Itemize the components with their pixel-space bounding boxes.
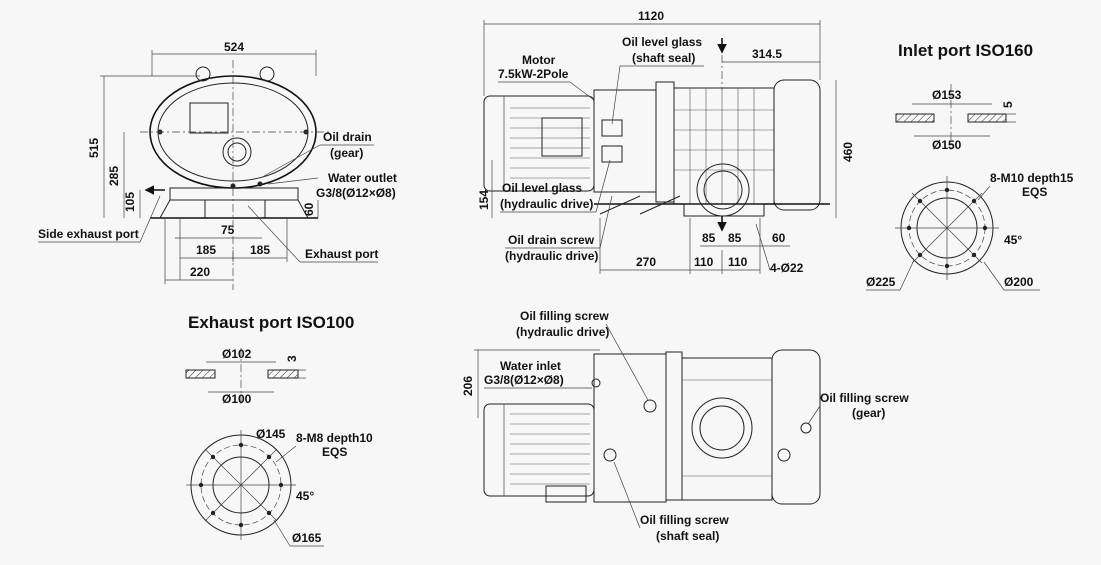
olg-shaft-sub: (shaft seal) bbox=[632, 51, 695, 65]
dim-154: 154 bbox=[477, 190, 491, 210]
rotor-housing-top bbox=[681, 357, 773, 501]
inlet-bolts-eqs: EQS bbox=[1022, 185, 1047, 199]
olg-hyd-label: Oil level glass bbox=[502, 181, 582, 195]
inlet-d150: Ø150 bbox=[932, 138, 962, 152]
olg-shaft-label: Oil level glass bbox=[622, 35, 702, 49]
oil-drain-label: Oil drain bbox=[323, 130, 372, 144]
ofs-hyd-icon bbox=[643, 399, 657, 413]
ofs-gear-icon bbox=[800, 422, 812, 434]
ods-label: Oil drain screw bbox=[508, 233, 595, 247]
dim-width: 524 bbox=[224, 40, 244, 54]
motor-spec: 7.5kW-2Pole bbox=[498, 67, 569, 81]
exhaust-d165: Ø165 bbox=[292, 531, 322, 545]
gear-cover-top bbox=[771, 349, 821, 505]
dim-75: 75 bbox=[221, 223, 235, 237]
inlet-flange: Inlet port ISO160 Ø153 Ø150 5 8-M10 dept… bbox=[866, 41, 1074, 291]
exhaust-bolts-eqs: EQS bbox=[322, 445, 347, 459]
exhaust-title: Exhaust port ISO100 bbox=[188, 313, 354, 332]
terminal-box bbox=[541, 117, 583, 157]
motor-label: Motor bbox=[522, 53, 556, 67]
ofs-hyd-label: Oil filling screw bbox=[520, 309, 609, 323]
exhaust-d145: Ø145 bbox=[256, 427, 286, 441]
dim-1120: 1120 bbox=[638, 9, 664, 23]
ofs-hyd-sub: (hydraulic drive) bbox=[516, 325, 609, 339]
inlet-section-right bbox=[967, 113, 1007, 123]
water-inlet-icon bbox=[591, 378, 601, 388]
rotor-housing bbox=[673, 87, 775, 205]
ofs-shaft-label: Oil filling screw bbox=[640, 513, 729, 527]
dim-height-total: 515 bbox=[87, 138, 101, 158]
water-inlet-spec: G3/8(Ø12×Ø8) bbox=[484, 373, 564, 387]
ods-sub: (hydraulic drive) bbox=[505, 249, 598, 263]
top-view: 206 Oil filling screw (hydraulic drive) … bbox=[461, 309, 909, 543]
ofs-gear-sub: (gear) bbox=[852, 406, 885, 420]
exhaust-bolts-label: 8-M8 depth10 bbox=[296, 431, 373, 445]
inlet-d225: Ø225 bbox=[866, 275, 896, 289]
dim-85a: 85 bbox=[702, 231, 716, 245]
water-outlet-spec: G3/8(Ø12×Ø8) bbox=[316, 186, 396, 200]
side-view: 1120 314.5 460 154 85 85 60 270 110 110 … bbox=[477, 9, 855, 275]
oil-level-glass-shaft-icon bbox=[601, 119, 623, 137]
ofs-shaft-icon bbox=[603, 448, 617, 462]
front-view: 524 515 285 105 60 75 185 185 220 Oil dr… bbox=[38, 40, 397, 290]
water-outlet-label: Water outlet bbox=[328, 171, 397, 185]
dim-85b: 85 bbox=[728, 231, 742, 245]
dim-460: 460 bbox=[841, 142, 855, 162]
exhaust-flange: Exhaust port ISO100 Ø102 Ø100 3 Ø145 8-M… bbox=[185, 313, 373, 547]
dim-285: 285 bbox=[107, 166, 121, 186]
water-inlet-label: Water inlet bbox=[500, 359, 561, 373]
dim-110a: 110 bbox=[694, 255, 714, 269]
shaft-cover bbox=[222, 137, 252, 167]
dim-105: 105 bbox=[123, 192, 137, 212]
dim-60-side: 60 bbox=[772, 231, 786, 245]
side-exhaust-label: Side exhaust port bbox=[38, 227, 139, 241]
exhaust-section-right bbox=[267, 369, 299, 379]
exhaust-port-label: Exhaust port bbox=[305, 247, 378, 261]
holes-label: 4-Ø22 bbox=[770, 261, 804, 275]
inlet-port-top bbox=[691, 397, 753, 459]
dim-60: 60 bbox=[302, 202, 316, 216]
dim-110b: 110 bbox=[728, 255, 748, 269]
inlet-angle: 45° bbox=[1004, 233, 1022, 247]
inlet-d153: Ø153 bbox=[932, 88, 962, 102]
inlet-title: Inlet port ISO160 bbox=[898, 41, 1033, 60]
dim-185-left: 185 bbox=[196, 243, 216, 257]
inlet-bolts-label: 8-M10 depth15 bbox=[990, 171, 1074, 185]
inlet-section-left bbox=[895, 113, 935, 123]
exhaust-flange-bottom bbox=[204, 199, 266, 219]
lifting-eye-left bbox=[195, 66, 211, 82]
exhaust-thk: 3 bbox=[285, 355, 299, 362]
dim-314: 314.5 bbox=[752, 47, 782, 61]
ofs-gear-label: Oil filling screw bbox=[820, 391, 909, 405]
exhaust-section-left bbox=[185, 369, 216, 379]
olg-hyd-sub: (hydraulic drive) bbox=[500, 197, 593, 211]
inlet-d200: Ø200 bbox=[1004, 275, 1034, 289]
motor-body bbox=[483, 95, 595, 192]
nameplate bbox=[189, 102, 229, 134]
ofs-shaft-sub: (shaft seal) bbox=[656, 529, 719, 543]
exhaust-flange-side bbox=[696, 163, 750, 217]
dim-220: 220 bbox=[190, 265, 210, 279]
dim-206: 206 bbox=[461, 376, 475, 396]
gear-cover bbox=[773, 79, 821, 211]
oil-level-glass-hyd-icon bbox=[601, 145, 623, 163]
oil-drain-sub: (gear) bbox=[330, 146, 363, 160]
dim-270: 270 bbox=[636, 255, 656, 269]
exhaust-d100: Ø100 bbox=[222, 392, 252, 406]
exhaust-d102: Ø102 bbox=[222, 347, 252, 361]
exhaust-angle: 45° bbox=[296, 489, 314, 503]
dim-185-right: 185 bbox=[250, 243, 270, 257]
motor-top bbox=[483, 403, 595, 497]
lifting-eye-right bbox=[259, 66, 275, 82]
inlet-thk: 5 bbox=[1001, 101, 1015, 108]
